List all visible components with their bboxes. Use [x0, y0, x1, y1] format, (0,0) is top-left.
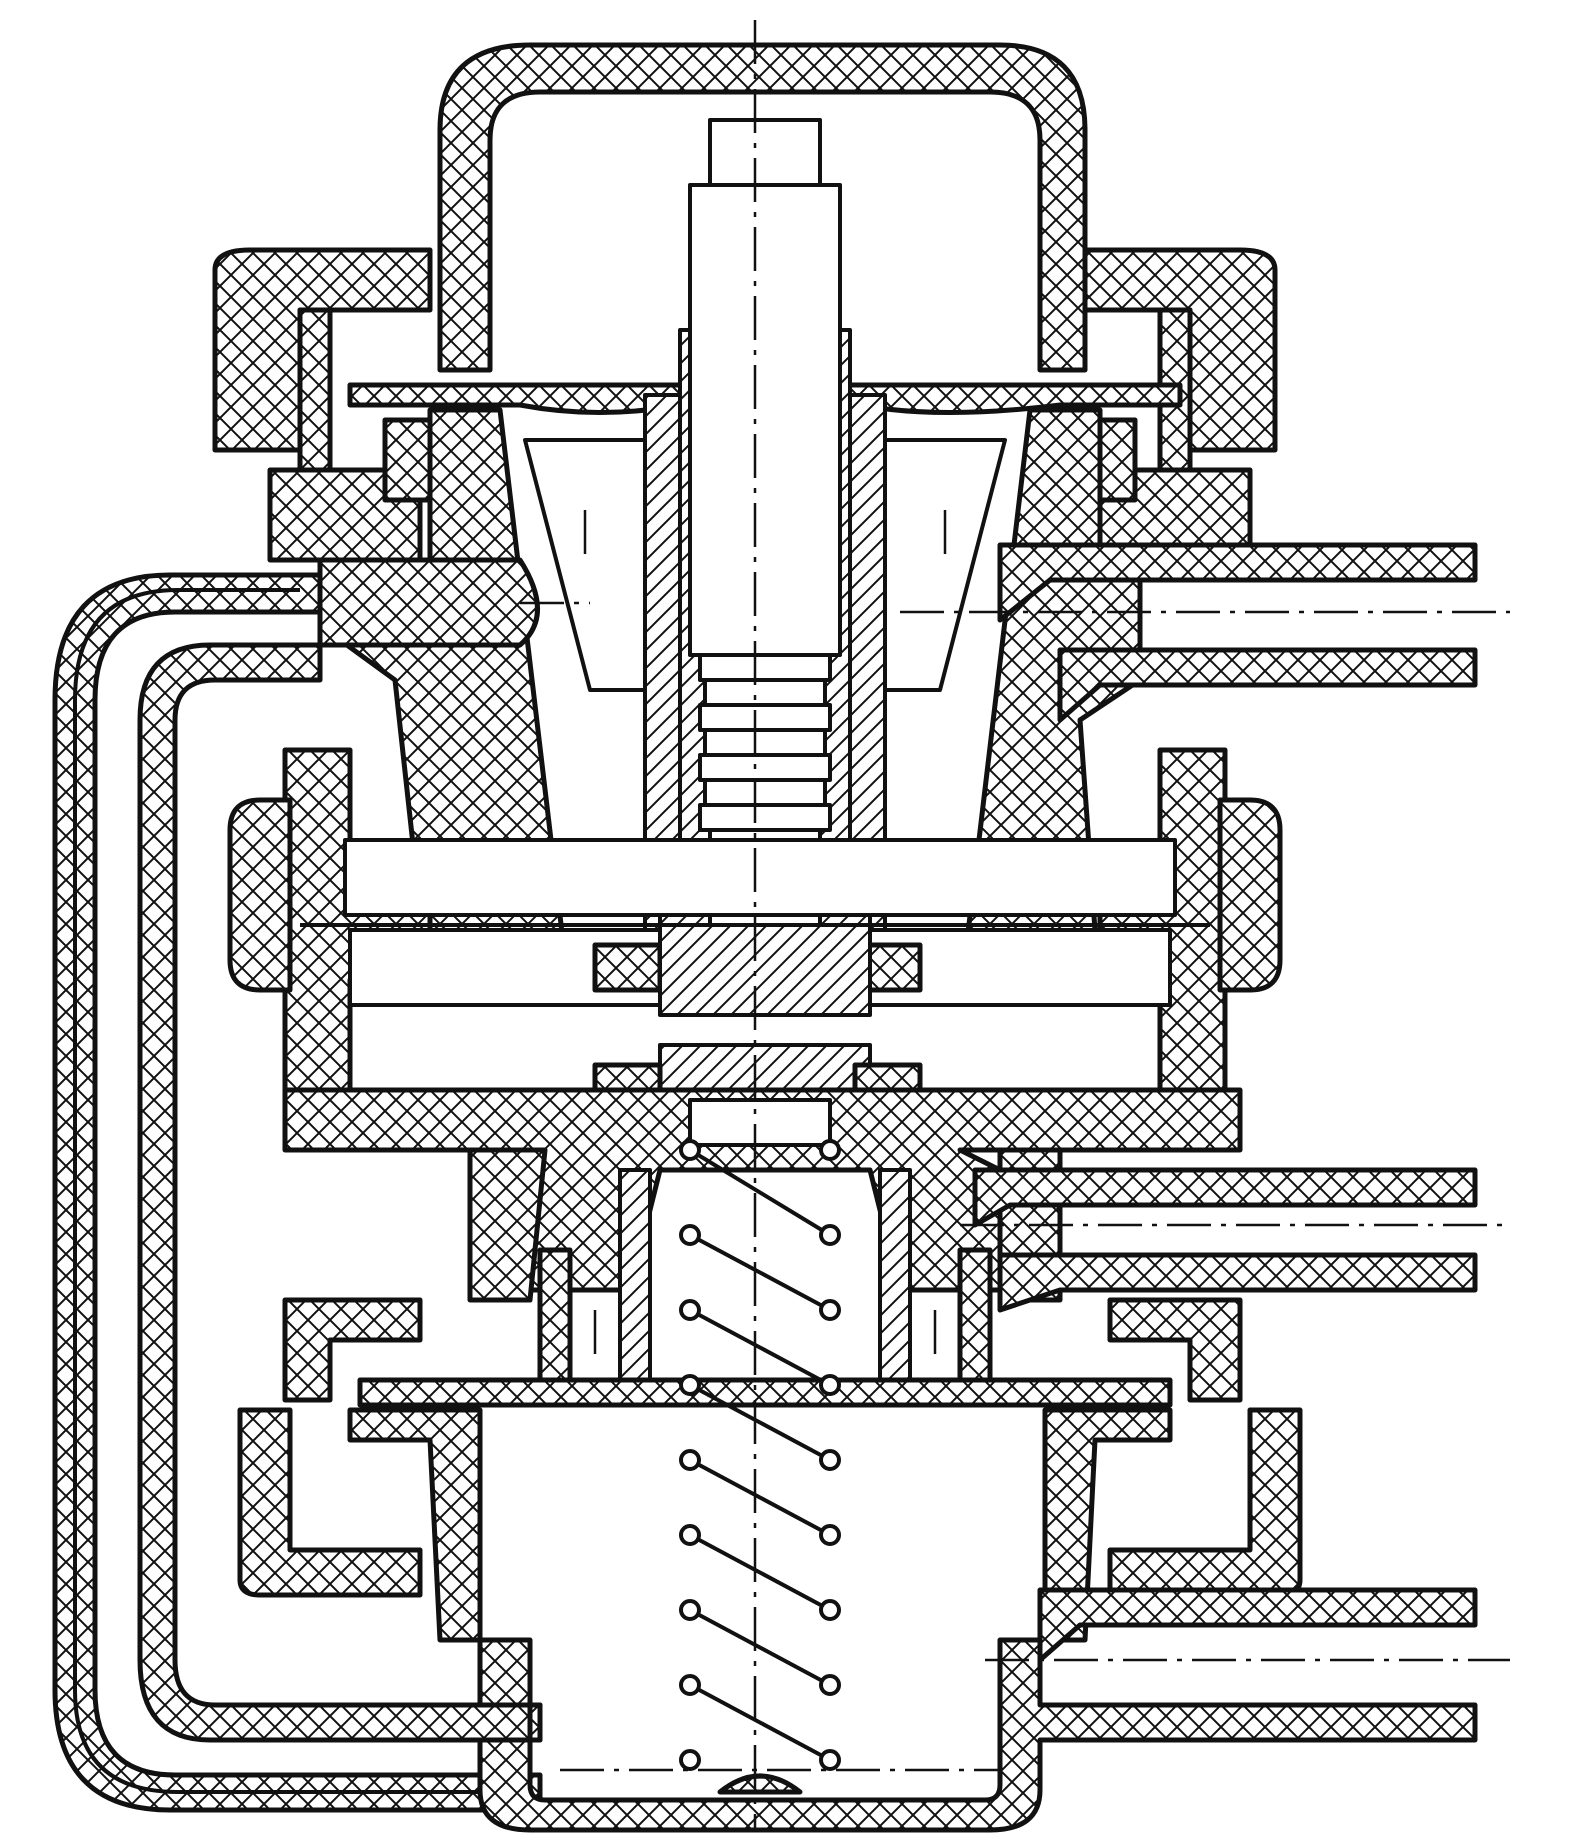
- return-spring: [679, 1098, 841, 1771]
- upper-outlet-pipe: [997, 542, 1478, 723]
- middle-diaphragm-chamber: [227, 747, 1283, 1103]
- lower-outlet-pipe: [972, 1167, 1478, 1313]
- upper-inlet-stub: [317, 557, 540, 648]
- external-bypass-tube: [52, 572, 543, 1813]
- lower-flange-right: [1042, 1297, 1303, 1643]
- lower-flange-left: [237, 1297, 483, 1643]
- top-dome-cover: [437, 42, 1088, 373]
- upper-flange-left: [212, 247, 443, 563]
- bottom-chamber: [477, 1587, 1478, 1833]
- lower-diaphragm: [357, 1377, 1173, 1408]
- center-lines: [520, 20, 1510, 1830]
- lower-valve-body: [282, 1043, 1243, 1383]
